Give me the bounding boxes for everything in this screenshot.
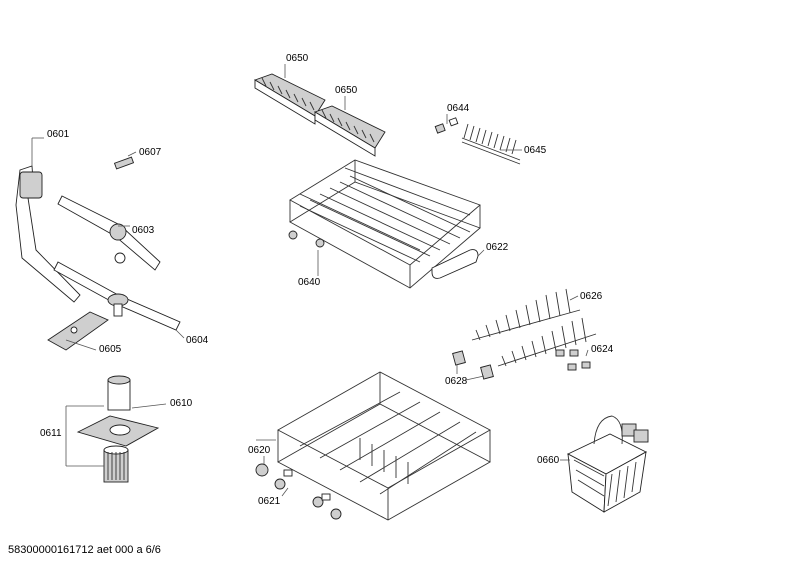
part-0626-folding-racks[interactable] — [471, 288, 597, 367]
part-0621-wheel-axle[interactable] — [283, 469, 331, 501]
label-0610: 0610 — [170, 398, 193, 409]
part-0607-connector[interactable] — [113, 156, 135, 170]
label-0640: 0640 — [298, 277, 321, 288]
part-0610-microfilter[interactable] — [76, 375, 160, 447]
part-0650-tray-left[interactable] — [253, 73, 326, 125]
label-0644: 0644 — [447, 103, 470, 114]
part-0644-clip[interactable] — [434, 117, 459, 134]
part-0640-upper-basket[interactable] — [288, 159, 481, 289]
label-0622: 0622 — [486, 242, 509, 253]
part-0620-wheels[interactable] — [255, 463, 342, 520]
part-0622-handle[interactable] — [431, 249, 479, 279]
label-0607: 0607 — [139, 147, 162, 158]
part-0611-fine-filter[interactable] — [103, 445, 129, 483]
part-0645-folding-rack[interactable] — [461, 123, 521, 165]
label-0660: 0660 — [537, 455, 560, 466]
label-0620: 0620 — [248, 445, 271, 456]
lower-basket[interactable] — [277, 371, 491, 521]
part-0650-tray-right[interactable] — [313, 105, 386, 157]
label-0603: 0603 — [132, 225, 155, 236]
label-0628: 0628 — [445, 376, 468, 387]
part-0603-upper-spray-arm[interactable] — [57, 195, 161, 271]
label-0601: 0601 — [47, 129, 70, 140]
part-0628-holders[interactable] — [452, 350, 494, 380]
label-0611: 0611 — [40, 428, 62, 439]
label-0650-a: 0650 — [286, 53, 309, 64]
part-0660-cutlery-basket[interactable] — [566, 415, 649, 513]
label-0604: 0604 — [186, 335, 209, 346]
label-0605: 0605 — [99, 344, 122, 355]
document-footer: 58300000161712 aet 000 a 6/6 — [8, 544, 161, 556]
label-0650-b: 0650 — [335, 85, 358, 96]
label-0624: 0624 — [591, 344, 614, 355]
part-0601-supply-pipe[interactable] — [15, 165, 81, 303]
part-0624-clips[interactable] — [555, 349, 591, 371]
label-0621: 0621 — [258, 496, 281, 507]
part-0605-filter-cover[interactable] — [47, 311, 109, 351]
label-0626: 0626 — [580, 291, 603, 302]
label-0645: 0645 — [524, 145, 547, 156]
